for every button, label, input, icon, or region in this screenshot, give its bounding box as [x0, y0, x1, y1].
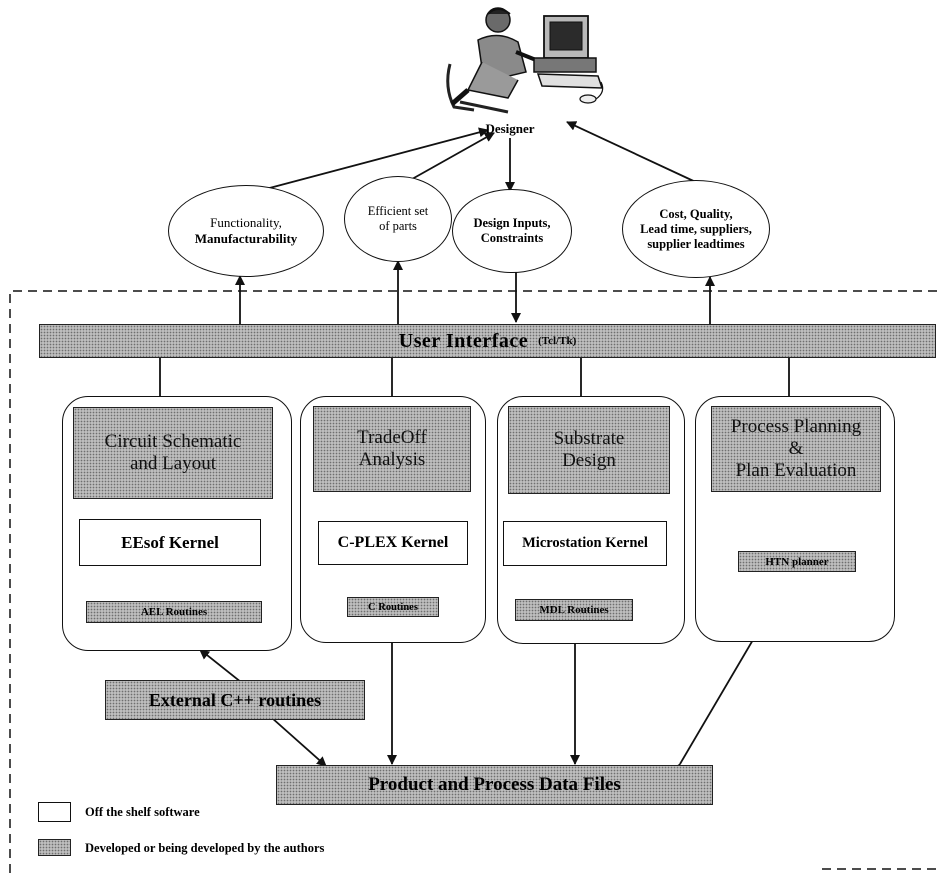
cost-line3: supplier leadtimes	[647, 236, 745, 251]
functionality-ellipse: Functionality, Manufacturability	[168, 185, 324, 277]
process-title-line1: Process Planning	[730, 416, 862, 438]
tradeoff-title-line2: Analysis	[358, 449, 426, 470]
circuit-title-line1: Circuit Schematic	[104, 431, 242, 453]
legend-off-shelf-label: Off the shelf software	[85, 805, 200, 819]
user-interface-label: User Interface	[398, 329, 529, 352]
htn-planner-box: HTN planner	[738, 551, 856, 572]
arrow-efficient-to-designer	[404, 132, 495, 184]
cost-quality-ellipse: Cost, Quality, Lead time, suppliers, sup…	[622, 180, 770, 278]
substrate-title-line2: Design	[562, 450, 616, 471]
arrow-cost-to-designer	[566, 121, 701, 185]
cost-line1: Cost, Quality,	[659, 206, 733, 221]
user-interface-sub: (Tcl/Tk)	[538, 335, 577, 347]
circuit-title-box: Circuit Schematic and Layout	[73, 407, 273, 499]
cost-line2: Lead time, suppliers,	[640, 221, 752, 236]
legend-developed-label: Developed or being developed by the auth…	[85, 841, 325, 855]
mdl-routines-box: MDL Routines	[515, 599, 633, 621]
tradeoff-title-line1: TradeOff	[357, 427, 427, 449]
functionality-line1: Functionality,	[210, 215, 282, 230]
design-inputs-ellipse: Design Inputs, Constraints	[452, 189, 572, 273]
process-title-line3: Plan Evaluation	[735, 459, 857, 481]
legend-swatch-developed	[38, 839, 71, 856]
circuit-title-line2: and Layout	[129, 453, 216, 474]
ael-routines-box: AEL Routines	[86, 601, 262, 623]
system-boundary	[9, 290, 940, 873]
arrow-external-to-data	[271, 717, 327, 767]
arrow-functionality-to-designer	[261, 127, 489, 191]
functionality-line2: Manufacturability	[194, 231, 298, 246]
user-interface-bar: User Interface (Tcl/Tk)	[39, 324, 936, 358]
efficient-line1: Efficient set	[367, 204, 429, 218]
designer-label: Designer	[485, 121, 535, 136]
tradeoff-title-box: TradeOff Analysis	[313, 406, 471, 492]
eesof-kernel-box: EEsof Kernel	[79, 519, 261, 566]
efficient-line2: of parts	[379, 219, 417, 233]
designer-at-computer-icon	[446, 7, 604, 114]
substrate-title-box: Substrate Design	[508, 406, 670, 494]
efficient-parts-ellipse: Efficient set of parts	[344, 176, 452, 262]
microstation-kernel-box: Microstation Kernel	[503, 521, 667, 566]
legend-swatch-off-shelf	[38, 802, 71, 822]
cplex-kernel-box: C-PLEX Kernel	[318, 521, 468, 565]
substrate-title-line1: Substrate	[553, 428, 625, 450]
data-files-box: Product and Process Data Files	[276, 765, 713, 805]
process-title-line2: &	[788, 438, 804, 460]
external-cpp-routines-box: External C++ routines	[105, 680, 365, 720]
design-inputs-line1: Design Inputs,	[473, 216, 551, 230]
process-title-box: Process Planning & Plan Evaluation	[711, 406, 881, 492]
c-routines-box: C Routines	[347, 597, 439, 617]
design-inputs-line2: Constraints	[480, 231, 544, 245]
